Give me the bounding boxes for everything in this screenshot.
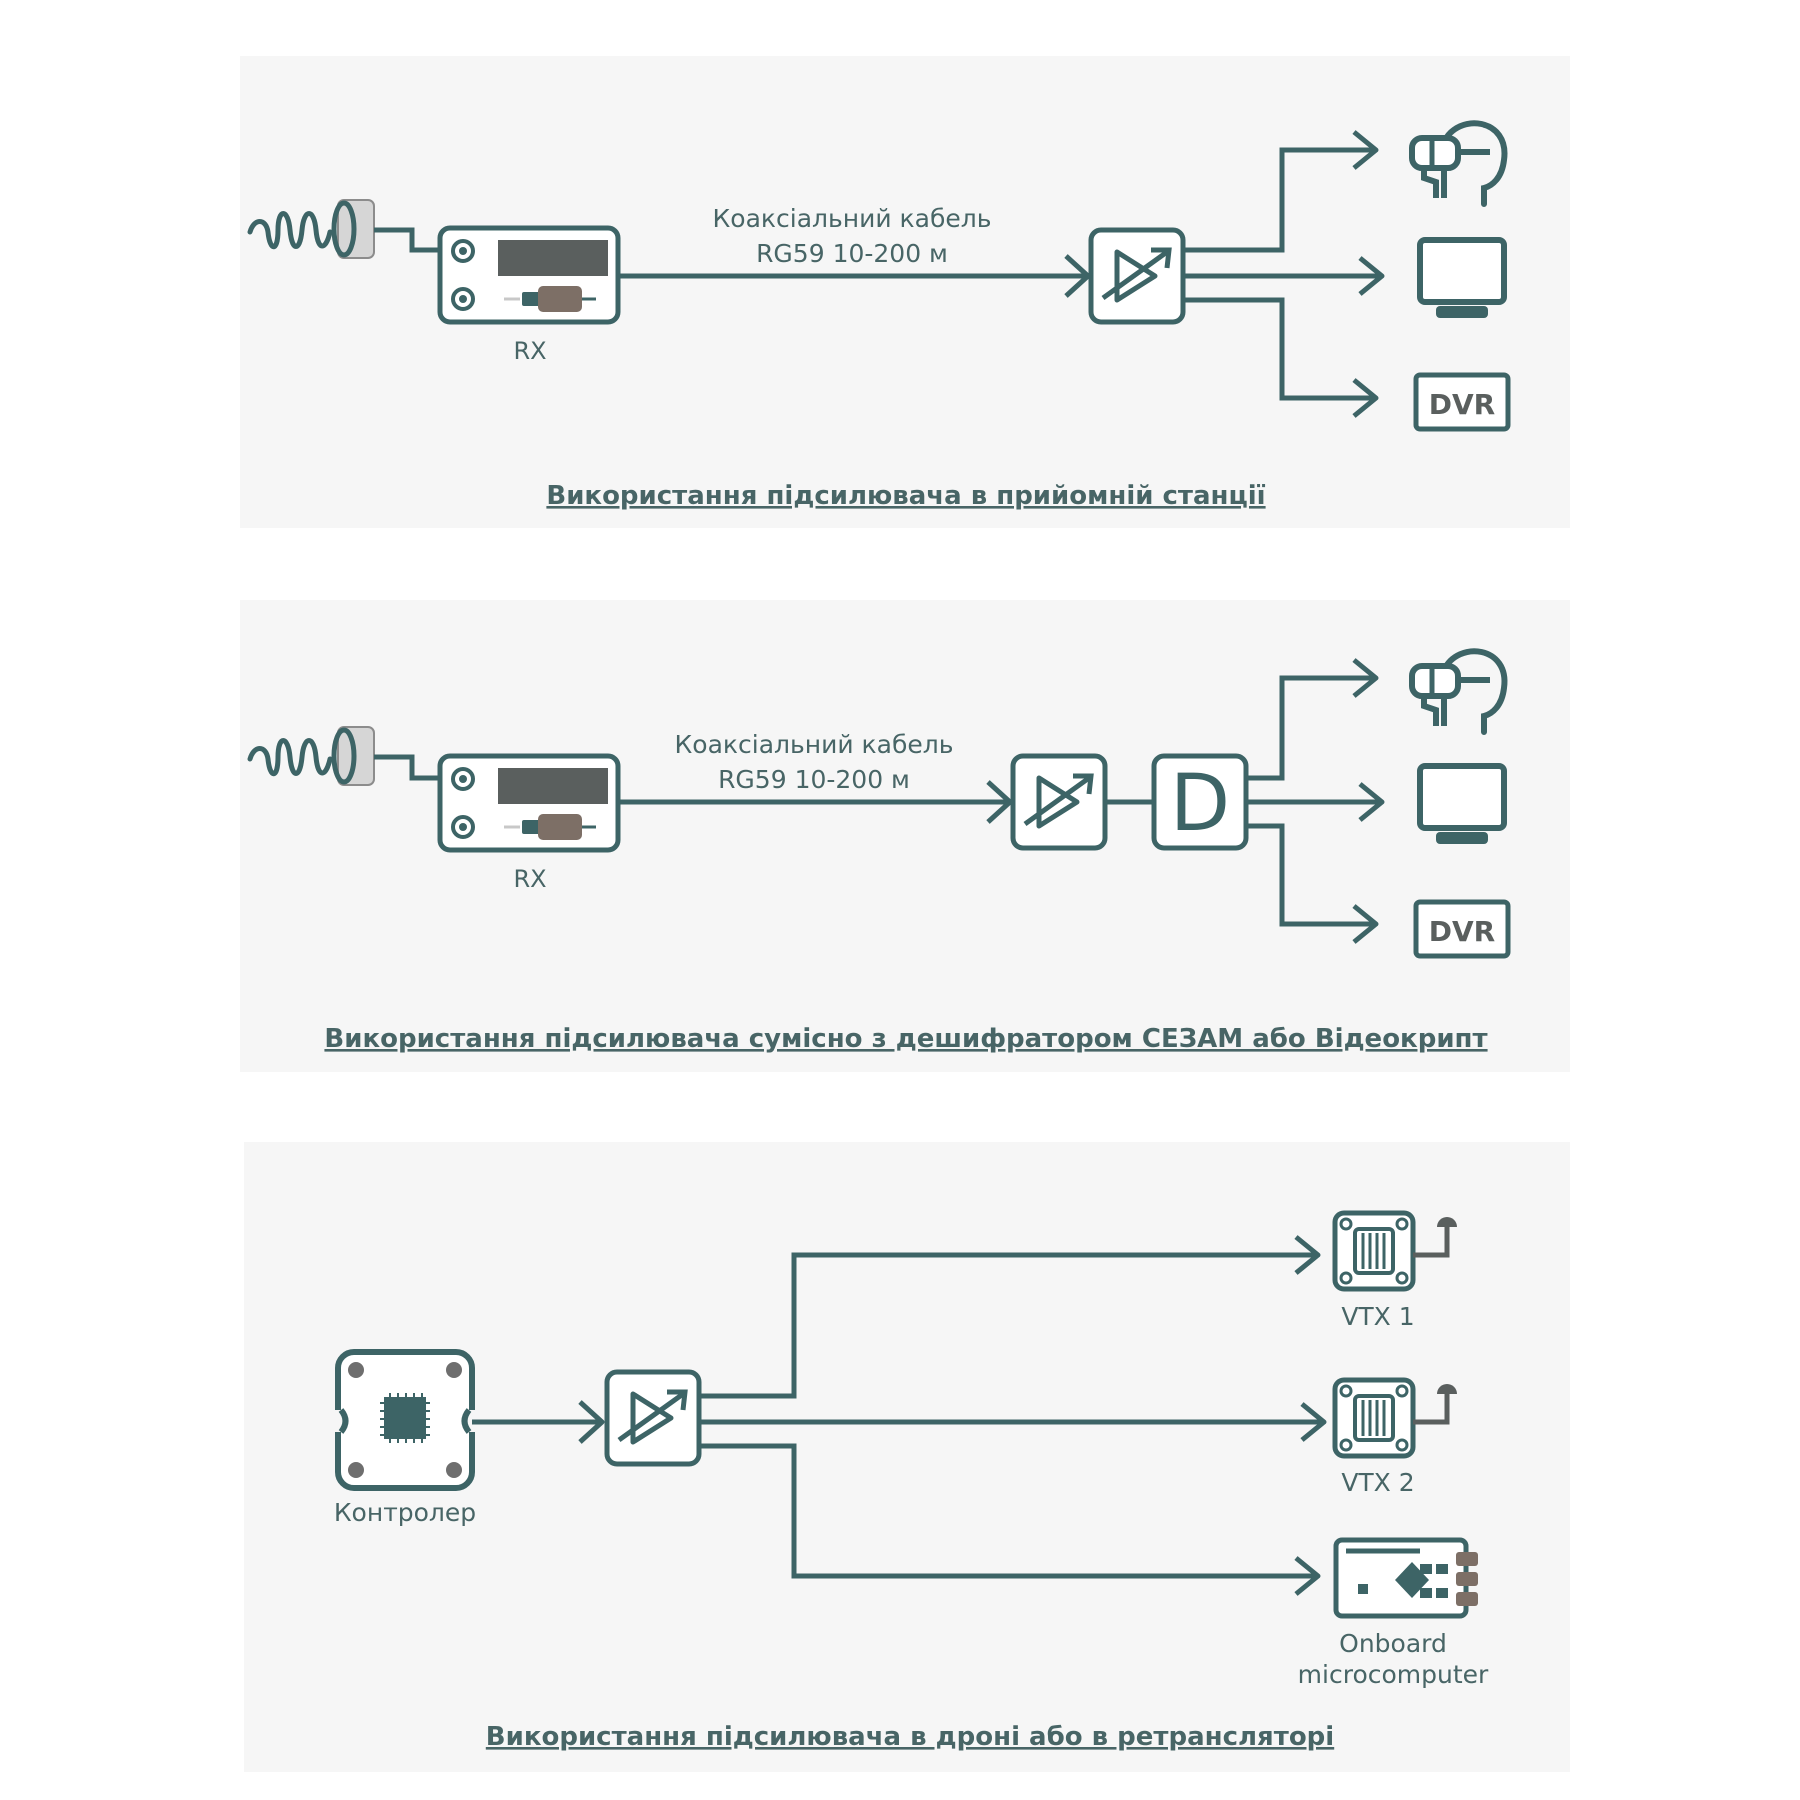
amplifier-icon	[607, 1372, 699, 1464]
cable-label-line2: RG59 10-200 м	[718, 765, 910, 794]
controller-arrowhead	[578, 1400, 605, 1444]
amplifier-icon	[1013, 756, 1105, 848]
rx-label: RX	[513, 337, 546, 365]
output-line-top	[1183, 147, 1374, 253]
coax-arrowhead	[1064, 254, 1091, 298]
rx-label: RX	[513, 865, 546, 893]
output-arrow-vtx2	[1300, 1402, 1327, 1442]
output-arrow-bottom	[1352, 378, 1379, 418]
rx-receiver-icon	[440, 228, 618, 322]
output-line-vtx1	[699, 1252, 1316, 1399]
amplifier-icon	[1091, 230, 1183, 322]
dvr-label: DVR	[1429, 915, 1495, 948]
output-arrow-micro	[1294, 1556, 1321, 1596]
output-arrow-top	[1352, 130, 1379, 170]
cable-label-line1: Коаксіальний кабель	[675, 730, 954, 759]
panel-2-caption: Використання підсилювача сумісно з дешиф…	[324, 1024, 1487, 1054]
panel-1-caption: Використання підсилювача в прийомній ста…	[546, 481, 1265, 511]
output-line-bottom	[1183, 297, 1374, 401]
rx-receiver-icon	[440, 756, 618, 850]
antenna-wire	[374, 754, 440, 781]
output-line-top	[1246, 675, 1374, 781]
decoder-label: D	[1170, 759, 1230, 849]
panel-with-decoder: RX Коаксіальний кабель RG59 10-200 м D D…	[240, 600, 1570, 1072]
antenna-wire	[374, 227, 440, 253]
controller-label: Контролер	[334, 1498, 476, 1527]
output-arrow-bottom	[1352, 904, 1379, 944]
panel-receiver-station: RX Коаксіальний кабель RG59 10-200 м DVR…	[240, 56, 1570, 528]
output-arrow-mid	[1358, 256, 1385, 296]
output-arrow-vtx1	[1294, 1235, 1321, 1275]
output-arrow-mid	[1358, 782, 1385, 822]
vtx2-label: VTX 2	[1341, 1468, 1414, 1497]
cable-label-line2: RG59 10-200 м	[756, 239, 948, 268]
coax-arrowhead	[986, 780, 1013, 824]
panel-3-caption: Використання підсилювача в дроні або в р…	[486, 1722, 1334, 1752]
dvr-label: DVR	[1429, 388, 1495, 421]
cable-label-line1: Коаксіальний кабель	[713, 204, 992, 233]
microcomputer-label-line2: microcomputer	[1298, 1660, 1489, 1689]
controller-board-icon	[330, 1349, 480, 1491]
microcomputer-icon	[1333, 1537, 1478, 1619]
output-line-micro	[699, 1443, 1316, 1579]
output-line-bottom	[1246, 823, 1374, 927]
microcomputer-label-line1: Onboard	[1339, 1629, 1447, 1658]
vtx1-label: VTX 1	[1341, 1302, 1414, 1331]
output-arrow-top	[1352, 658, 1379, 698]
panel-drone-repeater: Контролер VTX 1 VTX 2 Onboard mi	[244, 1142, 1570, 1772]
